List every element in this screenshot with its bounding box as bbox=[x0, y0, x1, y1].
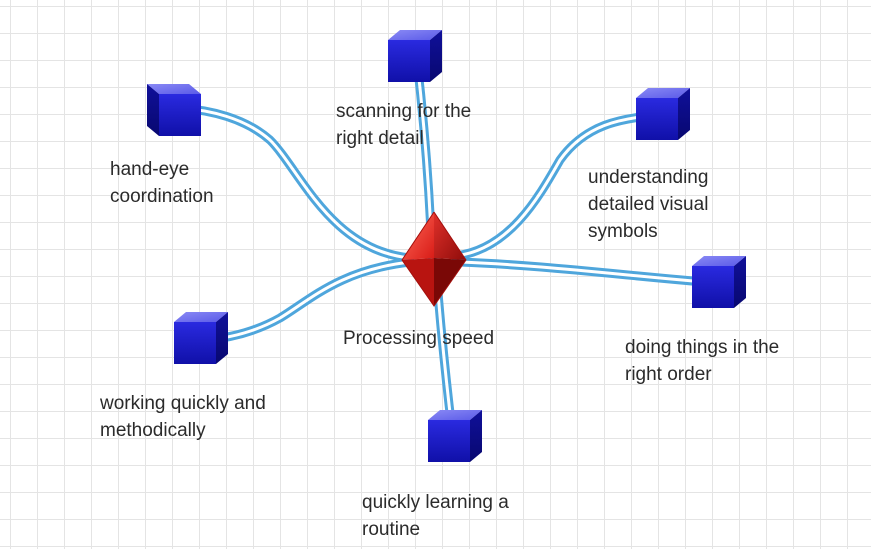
cube-working-quickly bbox=[174, 312, 228, 364]
node-label-working-quickly: working quickly and methodically bbox=[100, 393, 266, 441]
connector-working-quickly bbox=[200, 257, 415, 345]
node-label-hand-eye: hand-eye coordination bbox=[110, 159, 214, 207]
connector-understanding bbox=[450, 110, 665, 261]
node-label-doing-things: doing things in the right order bbox=[625, 337, 780, 385]
connector-hand-eye bbox=[175, 103, 415, 263]
cube-hand-eye bbox=[147, 84, 201, 136]
node-label-learning-routine: quickly learning a routine bbox=[362, 492, 509, 540]
node-label-understanding: understanding detailed visual symbols bbox=[588, 167, 709, 242]
cube-scanning bbox=[388, 30, 442, 82]
node-label-scanning: scanning for the right detail bbox=[336, 101, 472, 149]
cube-understanding bbox=[636, 88, 690, 140]
cube-doing-things bbox=[692, 256, 746, 308]
cube-learning-routine bbox=[428, 410, 482, 462]
hub-label: Processing speed bbox=[343, 328, 495, 349]
hub-octahedron bbox=[401, 211, 467, 307]
connector-doing-things bbox=[455, 257, 720, 288]
